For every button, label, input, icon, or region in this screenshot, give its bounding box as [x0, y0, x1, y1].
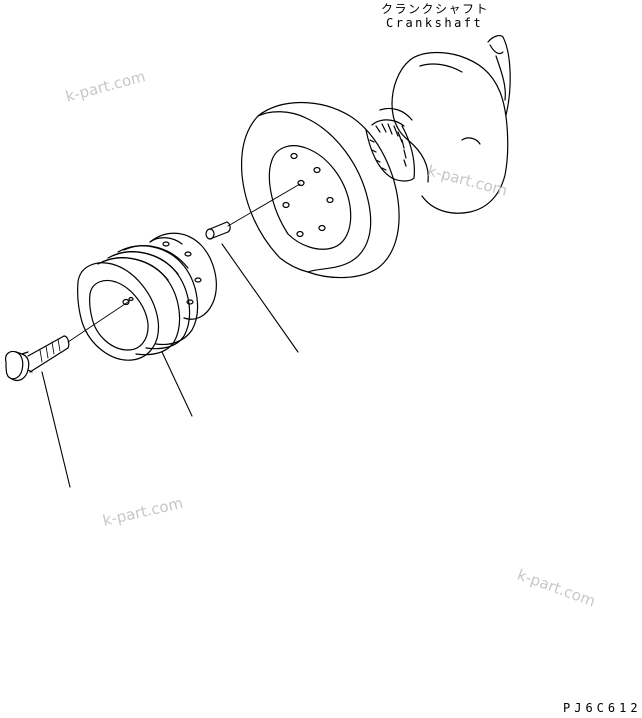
crankshaft-pulley: [77, 232, 217, 361]
crankshaft: [365, 35, 511, 214]
leader-lines: [41, 243, 299, 488]
leader-pulley: [161, 351, 193, 417]
leader-dowel: [221, 243, 299, 353]
figure-code: PJ6C612: [563, 701, 642, 715]
dowel-pin: [205, 183, 301, 240]
leader-bolt: [41, 371, 71, 488]
crankshaft-label-en: Crankshaft: [386, 16, 484, 30]
damper-wheel: [240, 102, 400, 279]
flange-bolt: [5, 301, 129, 382]
crankshaft-label-jp: クランクシャフト: [381, 2, 490, 16]
